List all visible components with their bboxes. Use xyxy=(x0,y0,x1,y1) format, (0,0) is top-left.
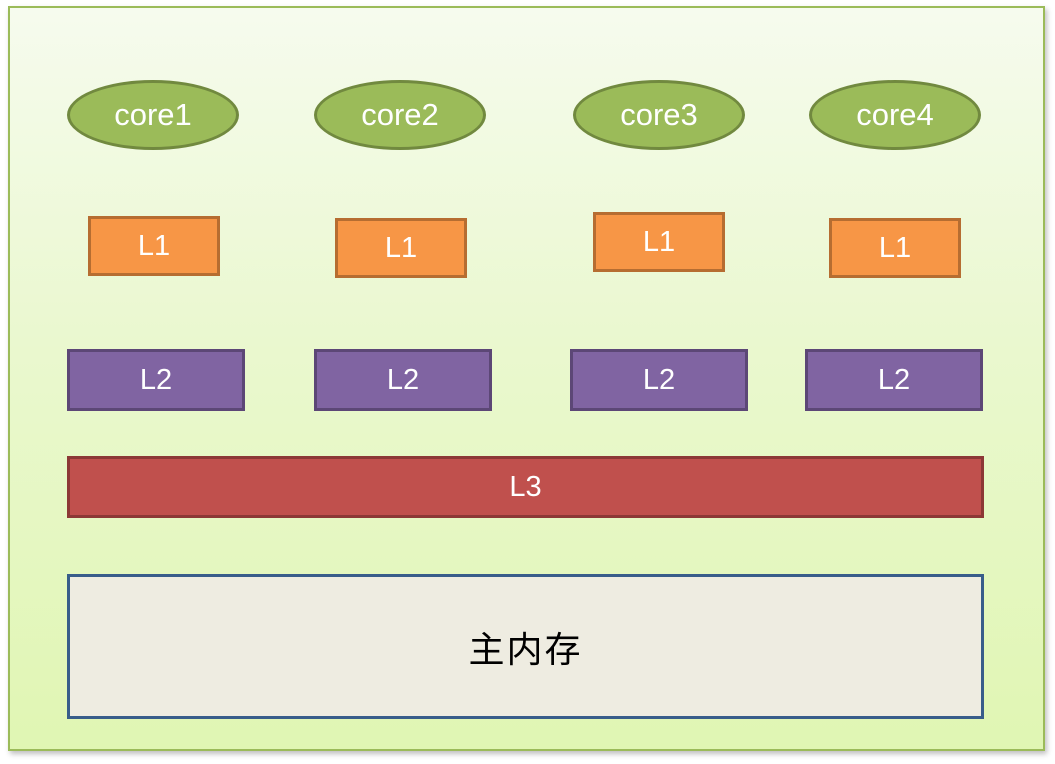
l2-cache-4: L2 xyxy=(805,349,983,411)
l1-cache-1: L1 xyxy=(88,216,220,276)
core-2: core2 xyxy=(314,80,486,150)
l3-cache: L3 xyxy=(67,456,984,518)
l1-cache-3: L1 xyxy=(593,212,725,272)
l2-cache-2: L2 xyxy=(314,349,492,411)
main-memory: 主内存 xyxy=(67,574,984,719)
l2-cache-3: L2 xyxy=(570,349,748,411)
core-1: core1 xyxy=(67,80,239,150)
l1-cache-2: L1 xyxy=(335,218,467,278)
l1-cache-4: L1 xyxy=(829,218,961,278)
l2-cache-1: L2 xyxy=(67,349,245,411)
core-4: core4 xyxy=(809,80,981,150)
core-3: core3 xyxy=(573,80,745,150)
